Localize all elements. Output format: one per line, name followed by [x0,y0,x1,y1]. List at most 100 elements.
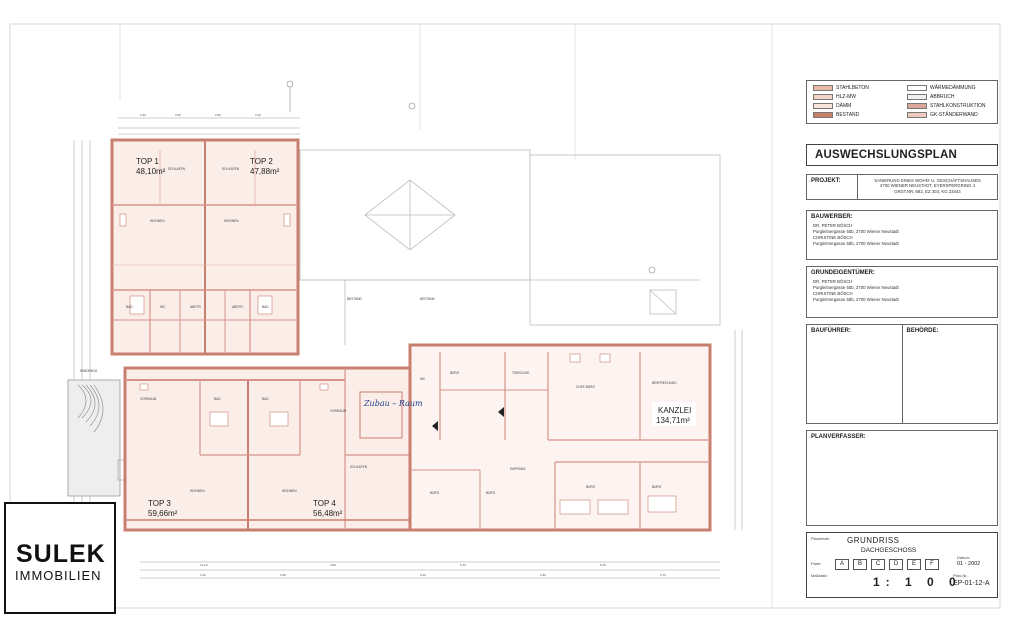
unit-name: TOP 3 [148,499,171,508]
planverfasser-box: PLANVERFASSER: [806,430,998,526]
svg-text:BÜRO: BÜRO [586,485,596,489]
bauführer-behoerde-box: BAUFÜHRER: BEHÖRDE: [806,324,998,424]
svg-text:BESTAND: BESTAND [347,297,363,301]
behoerde-label: BEHÖRDE: [906,328,939,334]
legend-swatch [813,112,833,118]
svg-text:VORRAUM: VORRAUM [330,409,347,413]
plan-nr-label: Plan-Nr.: [953,573,969,578]
company-logo: SULEK IMMOBILIEN [4,502,116,614]
svg-text:ABSTR.: ABSTR. [232,305,244,309]
top3-top4-block [123,366,412,532]
unit-area: 59,66m² [148,509,178,518]
svg-text:BAD: BAD [262,397,269,401]
legend-label: ABBRUCH [930,94,955,100]
bauwerber-line: Purgleitnergasse 55b, 2700 Wiener Neusta… [813,241,899,246]
legend-label: STAHLBETON [836,85,869,91]
plan-number: EP-01-12-A [953,580,990,587]
grundeigentuemer-line: Purgleitnergasse 55b, 2700 Wiener Neusta… [813,297,899,302]
part-letter: A [835,559,849,570]
title-block: STAHLBETON HLZ-MW DÄMM BESTAND WÄRMEDÄMM… [806,80,998,598]
svg-text:3.10: 3.10 [255,113,261,117]
svg-text:BÜRO: BÜRO [486,491,496,495]
svg-text:SCHLAFEN: SCHLAFEN [168,167,186,171]
project-label: PROJEKT: [807,175,858,199]
svg-text:12.20: 12.20 [200,563,208,567]
svg-text:BAD: BAD [214,397,221,401]
project-line: SANIERUNG EINES WOHN- U. GESCHÄFTSHAUSES [874,178,981,183]
stairwell [67,379,133,497]
grundeigentuemer-label: GRUNDEIGENTÜMER: [811,270,875,276]
datum-label: Datum: [957,555,970,560]
svg-text:WOHNEN: WOHNEN [190,489,205,493]
top1-top2-block [110,138,300,356]
legend-label: HLZ-MW [836,94,856,100]
svg-text:BÜRO: BÜRO [652,485,662,489]
unit-name: TOP 4 [313,499,336,508]
parts-label: Parie: [811,561,822,566]
part-letter: B [853,559,867,570]
legend-label: BESTAND [836,112,860,118]
svg-text:WOHNEN: WOHNEN [282,489,297,493]
svg-text:1.80: 1.80 [280,573,286,577]
scale-value: 1: 1 0 0 [873,575,962,589]
svg-text:3.75: 3.75 [660,573,666,577]
unit-area: 48,10m² [136,167,166,176]
dimension-lines [73,117,743,579]
handwritten-annotation: Zubau – Raum [363,399,423,408]
svg-text:BAD: BAD [126,305,133,309]
svg-text:BÜRO: BÜRO [450,371,460,375]
kanzlei-block [408,343,712,532]
part-letter: E [907,559,921,570]
grundeigentuemer-box: GRUNDEIGENTÜMER: DR. PETER BÖSCH Purglei… [806,266,998,318]
svg-text:WOHNEN: WOHNEN [150,219,165,223]
svg-text:BESTAND: BESTAND [420,297,436,301]
existing-structure [299,149,721,345]
legend-swatch [813,94,833,100]
unit-area: 56,48m² [313,509,343,518]
svg-text:4.85: 4.85 [330,563,336,567]
bauwerber-box: BAUWERBER: DR. PETER BÖSCH Purgleitnerga… [806,210,998,260]
svg-text:BESPRECHUNG: BESPRECHUNG [652,381,677,385]
svg-text:TEEKÜCHE: TEEKÜCHE [512,371,529,375]
logo-name: SULEK [16,540,106,568]
svg-text:2.80: 2.80 [215,113,221,117]
logo-subtitle: IMMOBILIEN [15,568,102,583]
project-line: GRST.NR. 682, EZ 303, KG 23443 [894,188,961,194]
bauwerber-line: DR. PETER BÖSCH [813,223,853,228]
datum-value: 01 - 2002 [957,561,981,567]
legend-label: WÄRMEDÄMMUNG [930,85,976,91]
bauwerber-line: Purgleitnergasse 55b, 2700 Wiener Neusta… [813,229,899,234]
sheet-frame [9,23,1001,609]
svg-text:SCHLAFEN: SCHLAFEN [350,465,368,469]
svg-text:WINDFANG: WINDFANG [80,369,98,373]
section-marks [286,80,656,274]
drawing-info-box: Planinhalt: GRUNDRISS DACHGESCHOSS Parie… [806,532,998,598]
project-box: PROJEKT: SANIERUNG EINES WOHN- U. GESCHÄ… [806,174,998,200]
svg-text:BÜRO: BÜRO [430,491,440,495]
svg-text:WC: WC [420,377,426,381]
svg-text:3.20: 3.20 [420,573,426,577]
svg-text:WOHNEN: WOHNEN [224,219,239,223]
bauführer-label: BAUFÜHRER: [811,328,851,334]
parts-row: A B C D E F [835,559,939,570]
project-line: 2700 WIENER NEUSTADT, EYERSPERGRING 4 [880,183,975,189]
svg-text:2.50: 2.50 [140,113,146,117]
unit-name: TOP 2 [250,157,273,166]
part-letter: D [889,559,903,570]
bauwerber-line: CHRISTINE BÖSCH [813,235,853,240]
plan-title: AUSWECHSLUNGSPLAN [806,144,998,166]
svg-text:WC: WC [160,305,166,309]
grundeigentuemer-line: Purgleitnergasse 55b, 2700 Wiener Neusta… [813,285,899,290]
svg-text:2.40: 2.40 [200,573,206,577]
legend-swatch [907,112,927,118]
planinhalt-label: Planinhalt: [811,536,830,541]
legend-swatch [813,103,833,109]
planverfasser-label: PLANVERFASSER: [811,434,866,440]
unit-name: KANZLEI [658,406,691,415]
svg-text:EMPFANG: EMPFANG [510,467,526,471]
unit-area: 47,88m² [250,167,280,176]
part-letter: F [925,559,939,570]
svg-text:ABSTR.: ABSTR. [190,305,202,309]
